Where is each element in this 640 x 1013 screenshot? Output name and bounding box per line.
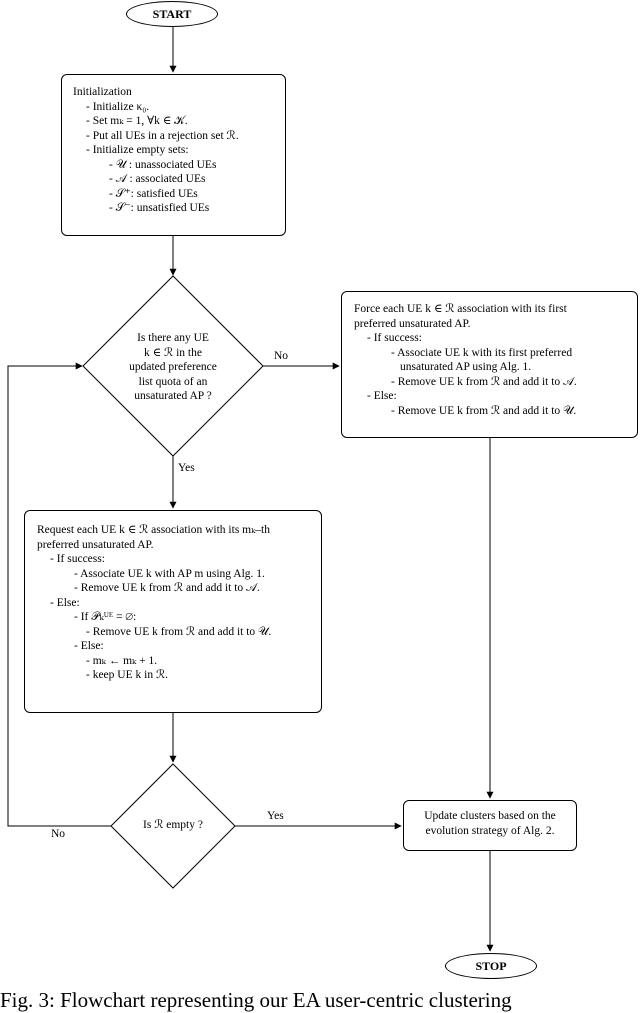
decision1-line: k ∈ ℛ in the (144, 346, 202, 359)
request-line: Request each UE k ∈ ℛ association with i… (37, 524, 270, 536)
label-no-loop: No (51, 828, 66, 840)
force-association-box: Force each UE k ∈ ℛ association with its… (341, 291, 638, 438)
init-line: - Put all UEs in a rejection set ℛ. (86, 129, 239, 142)
force-line: - If success: (367, 332, 422, 344)
decision1-line: list quota of an (138, 375, 208, 388)
init-line: - 𝒜 : associated UEs (109, 173, 206, 185)
request-line: - mₖ ← mₖ + 1. (86, 654, 158, 667)
init-line: - Initialize κ₀. (86, 100, 150, 113)
force-line: - Remove UE k from ℛ and add it to 𝒜. (391, 375, 577, 388)
force-line: - Associate UE k with its first preferre… (391, 346, 573, 359)
figure-caption: Fig. 3: Flowchart representing our EA us… (0, 988, 512, 1012)
request-line: - Remove UE k from ℛ and add it to 𝒜. (74, 582, 260, 594)
decision1-diamond (82, 275, 264, 457)
update-line: evolution strategy of Alg. 2. (425, 824, 555, 837)
init-line: Initialization (73, 86, 132, 98)
label-yes-right: Yes (267, 810, 284, 822)
force-line: - Else: (367, 390, 397, 402)
decision1-line: unsaturated AP ? (134, 390, 212, 402)
init-line: - 𝒮⁻: unsatisfied UEs (109, 202, 210, 214)
init-line: - 𝒰 : unassociated UEs (109, 158, 217, 171)
stop-terminal: STOP (445, 953, 537, 979)
request-line: - Associate UE k with AP m using Alg. 1. (74, 567, 265, 580)
update-clusters-box: Update clusters based on the evolution s… (403, 800, 577, 851)
start-terminal: START (126, 1, 218, 27)
request-line: - Remove UE k from ℛ and add it to 𝒰. (86, 625, 272, 638)
request-line: - Else: (50, 596, 80, 609)
decision1-text: Is there any UE k ∈ ℛ in the updated pre… (113, 331, 233, 404)
force-line: unsaturated AP using Alg. 1. (400, 361, 532, 373)
force-line: - Remove UE k from ℛ and add it to 𝒰. (391, 404, 577, 417)
init-line: - Set mₖ = 1, ∀k ∈ 𝒦. (86, 115, 188, 127)
initialization-box: Initialization - Initialize κ₀. - Set mₖ… (61, 74, 286, 236)
decision2-text: Is ℛ empty ? (143, 819, 203, 831)
arrow-decision2-no-loop (7, 362, 111, 827)
init-line: - 𝒮⁺: satisfied UEs (109, 187, 198, 200)
force-line: Force each UE k ∈ ℛ association with its… (354, 303, 567, 315)
request-association-box: Request each UE k ∈ ℛ association with i… (24, 510, 322, 713)
label-no-right: No (274, 350, 289, 362)
force-line: preferred unsaturated AP. (354, 317, 471, 330)
decision1-line: updated preference (129, 361, 217, 373)
label-yes-down: Yes (178, 462, 195, 474)
request-line: - Else: (74, 640, 104, 652)
request-line: preferred unsaturated AP. (37, 538, 154, 551)
decision1-line: Is there any UE (137, 332, 209, 344)
decision2-diamond (110, 763, 236, 889)
request-line: - keep UE k in ℛ. (86, 669, 168, 681)
update-line: Update clusters based on the (424, 810, 556, 822)
init-line: - Initialize empty sets: (86, 144, 189, 156)
request-line: - If 𝒫ₖᵁᴱ = ∅: (74, 611, 137, 623)
request-line: - If success: (50, 553, 105, 565)
